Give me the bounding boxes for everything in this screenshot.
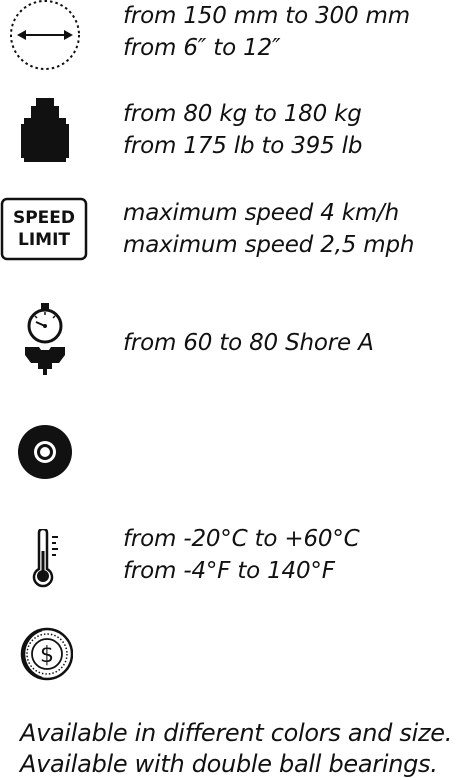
bearing-icon — [0, 424, 90, 480]
coin-icon: $ — [0, 626, 90, 682]
weight-icon — [0, 98, 90, 164]
wheel-diameter-icon — [0, 0, 90, 70]
sign-text-limit: LIMIT — [18, 230, 70, 250]
speed-limit-sign-icon: SPEED LIMIT — [0, 197, 90, 261]
footer-bearings-note: Available with double ball bearings. — [20, 750, 438, 778]
sign-text-speed: SPEED — [13, 208, 75, 228]
hardness-text: from 60 to 80 Shore A — [123, 330, 374, 356]
load-metric-text: from 80 kg to 180 kg — [123, 101, 362, 127]
svg-text:$: $ — [40, 643, 54, 668]
load-imperial-text: from 175 lb to 395 lb — [123, 133, 363, 159]
temperature-fahrenheit-text: from -4°F to 140°F — [123, 558, 335, 584]
footer-colors-note: Available in different colors and size. — [20, 719, 453, 747]
temperature-celsius-text: from -20°C to +60°C — [123, 526, 360, 552]
durometer-icon — [0, 303, 90, 375]
footer-notes: Available in different colors and size. … — [20, 718, 460, 780]
diameter-metric-text: from 150 mm to 300 mm — [123, 3, 410, 29]
speed-metric-text: maximum speed 4 km/h — [123, 200, 399, 226]
diameter-imperial-text: from 6″ to 12″ — [123, 35, 281, 61]
thermometer-icon — [0, 529, 90, 589]
speed-imperial-text: maximum speed 2,5 mph — [123, 232, 415, 258]
